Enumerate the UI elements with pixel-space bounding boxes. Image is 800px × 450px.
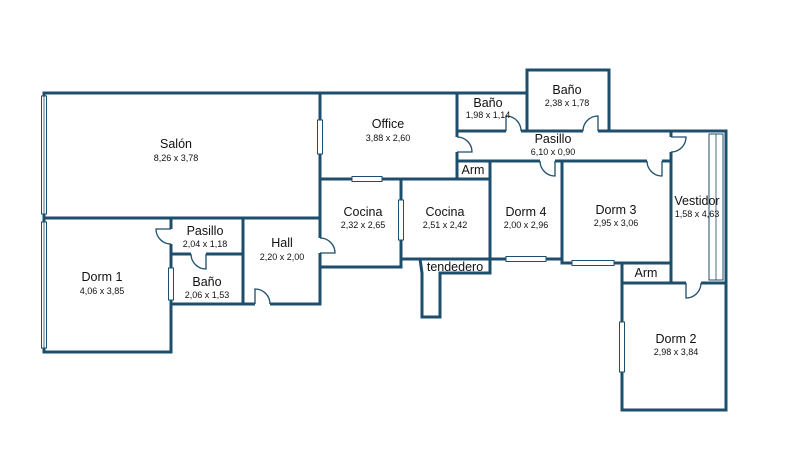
window-dorm-3 [571,260,615,266]
hall-name: Hall [271,236,293,250]
door-hall-entrance [254,288,271,305]
room-labels: Salón 8,26 x 3,78 Office 3,88 x 2,60 Bañ… [80,83,720,357]
arm-1-name: Arm [462,163,485,177]
bano-top-dim: 1,98 x 1,14 [466,110,511,120]
door-vestidor [670,136,687,153]
window-cocina-1 [351,176,383,182]
cocina-1-dim: 2,32 x 2,65 [341,220,386,230]
door-office [456,136,473,153]
cocina-2-name: Cocina [426,205,465,219]
bano-left-name: Baño [192,275,221,289]
tendedero-name: tendedero [427,260,483,274]
vestidor-name: Vestidor [674,194,719,208]
office-name: Office [372,117,404,131]
hall-dim: 2,20 x 2,00 [260,252,305,262]
dorm-2-name: Dorm 2 [656,332,697,346]
door-dorm-2 [685,282,702,299]
cocina-1-name: Cocina [344,205,383,219]
window-dorm-4 [505,256,547,262]
dorm-2-dim: 2,98 x 3,84 [654,347,699,357]
pasillo-top-dim: 6,10 x 0,90 [531,147,576,157]
door-pasillo-left [155,228,172,245]
dorm-3-walls [560,159,673,265]
bano-left-dim: 2,06 x 1,53 [185,290,230,300]
bano-right-name: Baño [552,83,581,97]
cocina-2-dim: 2,51 x 2,42 [423,220,468,230]
pasillo-left-dim: 2,04 x 1,18 [183,239,228,249]
bano-right-dim: 2,38 x 1,78 [545,98,590,108]
arm-2-name: Arm [635,266,658,280]
salon-name: Salón [160,137,192,151]
doors [155,115,702,306]
door-cocina-1 [319,237,336,254]
door-bano-left [190,253,207,270]
dorm-3-dim: 2,95 x 3,06 [594,218,639,228]
window-office [317,119,323,155]
tendedero-walls [418,257,492,319]
dorm-4-name: Dorm 4 [506,205,547,219]
dorm-1-walls [42,216,173,354]
window-dorm-1-right [168,267,174,301]
pasillo-left-name: Pasillo [187,224,224,238]
door-dorm-3 [646,160,663,177]
pasillo-top-name: Pasillo [535,132,572,146]
dorm-4-dim: 2,00 x 2,96 [504,220,549,230]
dorm-1-dim: 4,06 x 3,85 [80,286,125,296]
window-dorm-2 [619,321,625,373]
bano-top-name: Baño [473,96,502,110]
door-bano-top [505,115,522,132]
window-cocina-2 [398,199,404,241]
dorm-1-name: Dorm 1 [82,270,123,284]
salon-dim: 8,26 x 3,78 [154,153,199,163]
office-dim: 3,88 x 2,60 [366,133,411,143]
door-dorm-4 [539,160,556,177]
vestidor-dim: 1,58 x 4,63 [675,209,720,219]
door-bano-right [582,115,599,132]
cocina-2-walls [399,177,492,261]
dorm-3-name: Dorm 3 [596,203,637,217]
hall-walls [241,216,322,306]
windows [41,95,724,373]
